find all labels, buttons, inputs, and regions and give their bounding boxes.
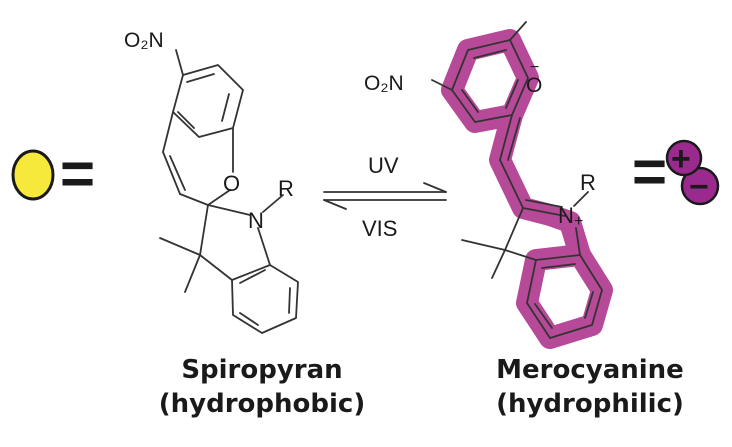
merocyanine-caption: Merocyanine (hydrophilic): [480, 353, 700, 421]
charge-plus-sign: +: [671, 140, 691, 178]
right-equals-sign: =: [632, 138, 667, 205]
merocyanine-property: (hydrophilic): [496, 389, 684, 419]
spiropyran-r-label: R: [278, 176, 294, 201]
merocyanine-r-label: R: [580, 170, 596, 195]
left-equals-sign: =: [60, 140, 95, 207]
spiropyran-oxygen-label: O: [223, 171, 240, 196]
spiropyran-name: Spiropyran: [181, 355, 343, 385]
spiropyran-property: (hydrophobic): [158, 389, 366, 419]
charge-minus-sign: −: [689, 168, 709, 206]
equilibrium-arrows: [323, 182, 447, 210]
hydrophobic-ball: [11, 149, 55, 201]
merocyanine-structure: [431, 21, 603, 339]
uv-label: UV: [368, 153, 399, 178]
spiropyran-structure: [159, 49, 299, 334]
merocyanine-oxide-charge: −: [530, 59, 539, 76]
merocyanine-nitro-label: O₂N: [364, 72, 404, 95]
spiropyran-caption: Spiropyran (hydrophobic): [152, 353, 372, 421]
vis-label: VIS: [362, 216, 397, 241]
spiropyran-nitrogen-label: N: [248, 208, 264, 233]
merocyanine-oxide-label: O: [526, 74, 542, 97]
merocyanine-nitrogen-charge: +: [574, 213, 583, 230]
spiropyran-nitro-label: O₂N: [124, 29, 164, 52]
merocyanine-nitrogen-label: N: [558, 203, 574, 228]
charge-ball-icon: [665, 139, 720, 206]
merocyanine-name: Merocyanine: [496, 355, 684, 385]
